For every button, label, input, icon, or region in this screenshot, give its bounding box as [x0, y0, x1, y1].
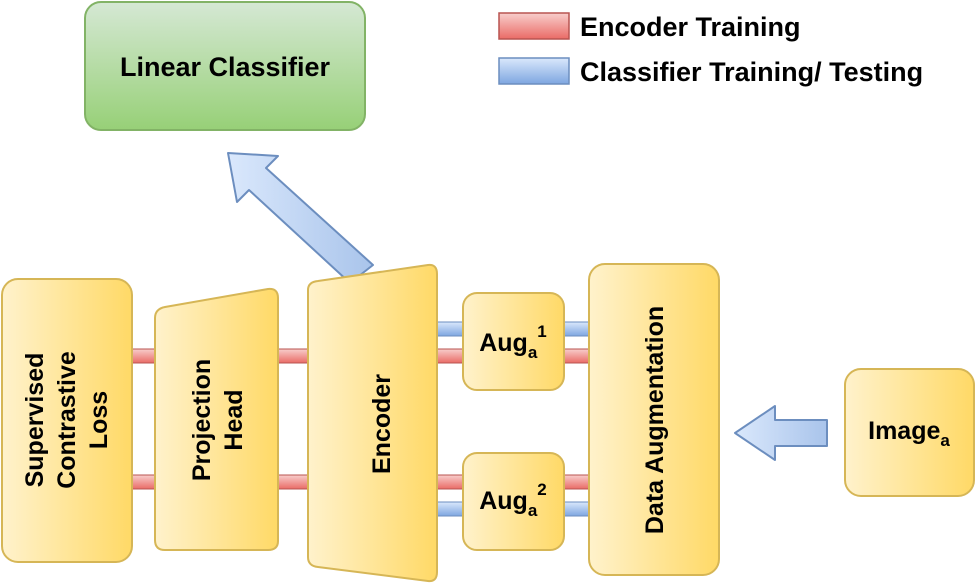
legend: Encoder Training Classifier Training/ Te… [498, 12, 923, 87]
red-connector [561, 348, 591, 364]
loss-label-line2: Contrastive [53, 351, 81, 489]
projection-label-line2: Head [220, 389, 248, 450]
image-label: Imagea [868, 417, 950, 450]
augmentation-1-node: Auga1 [462, 292, 565, 391]
data-augmentation-label: Data Augmentation [641, 306, 669, 534]
red-connector [276, 348, 310, 364]
red-connector [561, 474, 591, 490]
blue-connector [561, 501, 591, 517]
supervised-contrastive-loss-node: Supervised Contrastive Loss [1, 278, 133, 563]
data-augmentation-node: Data Augmentation [588, 263, 720, 576]
blue-connector [561, 321, 591, 337]
loss-label-line3: Loss [85, 391, 113, 449]
legend-swatch-encoder-training [498, 12, 570, 40]
loss-label-line1: Supervised [21, 353, 49, 488]
legend-label-classifier-training: Classifier Training/ Testing [580, 57, 923, 87]
augmentation-2-node: Auga2 [462, 452, 565, 551]
red-connector [276, 474, 310, 490]
red-connector [129, 348, 157, 364]
red-connector [129, 474, 157, 490]
image-to-augmentation-arrow-icon [734, 405, 828, 461]
linear-classifier-label: Linear Classifier [120, 52, 331, 82]
image-node: Imagea [844, 368, 975, 497]
legend-label-encoder-training: Encoder Training [580, 12, 801, 42]
encoder-node: Encoder [307, 263, 438, 583]
linear-classifier-node: Linear Classifier [84, 1, 366, 131]
aug2-label: Auga2 [479, 480, 547, 520]
projection-label-line1: Projection [188, 359, 216, 481]
aug1-label: Auga1 [479, 322, 547, 362]
encoder-to-classifier-arrow-icon [227, 152, 374, 284]
projection-head-node: Projection Head [154, 287, 279, 551]
encoder-label: Encoder [368, 374, 396, 474]
legend-swatch-classifier-training [498, 57, 570, 85]
